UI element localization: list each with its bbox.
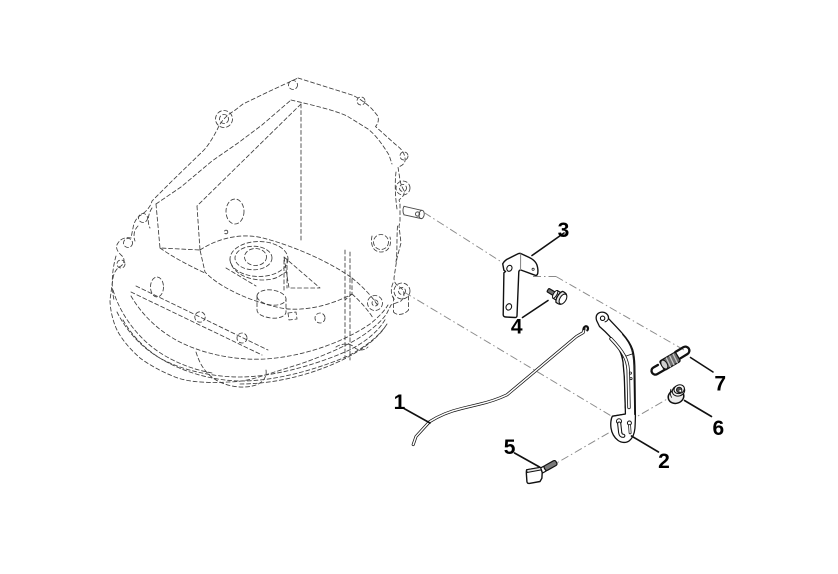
svg-text:7: 7 [714, 372, 726, 395]
svg-text:2: 2 [658, 450, 670, 473]
svg-text:1: 1 [394, 391, 406, 414]
svg-text:5: 5 [504, 436, 516, 459]
svg-text:3: 3 [558, 219, 570, 242]
svg-text:6: 6 [712, 417, 724, 440]
svg-text:4: 4 [511, 316, 523, 339]
